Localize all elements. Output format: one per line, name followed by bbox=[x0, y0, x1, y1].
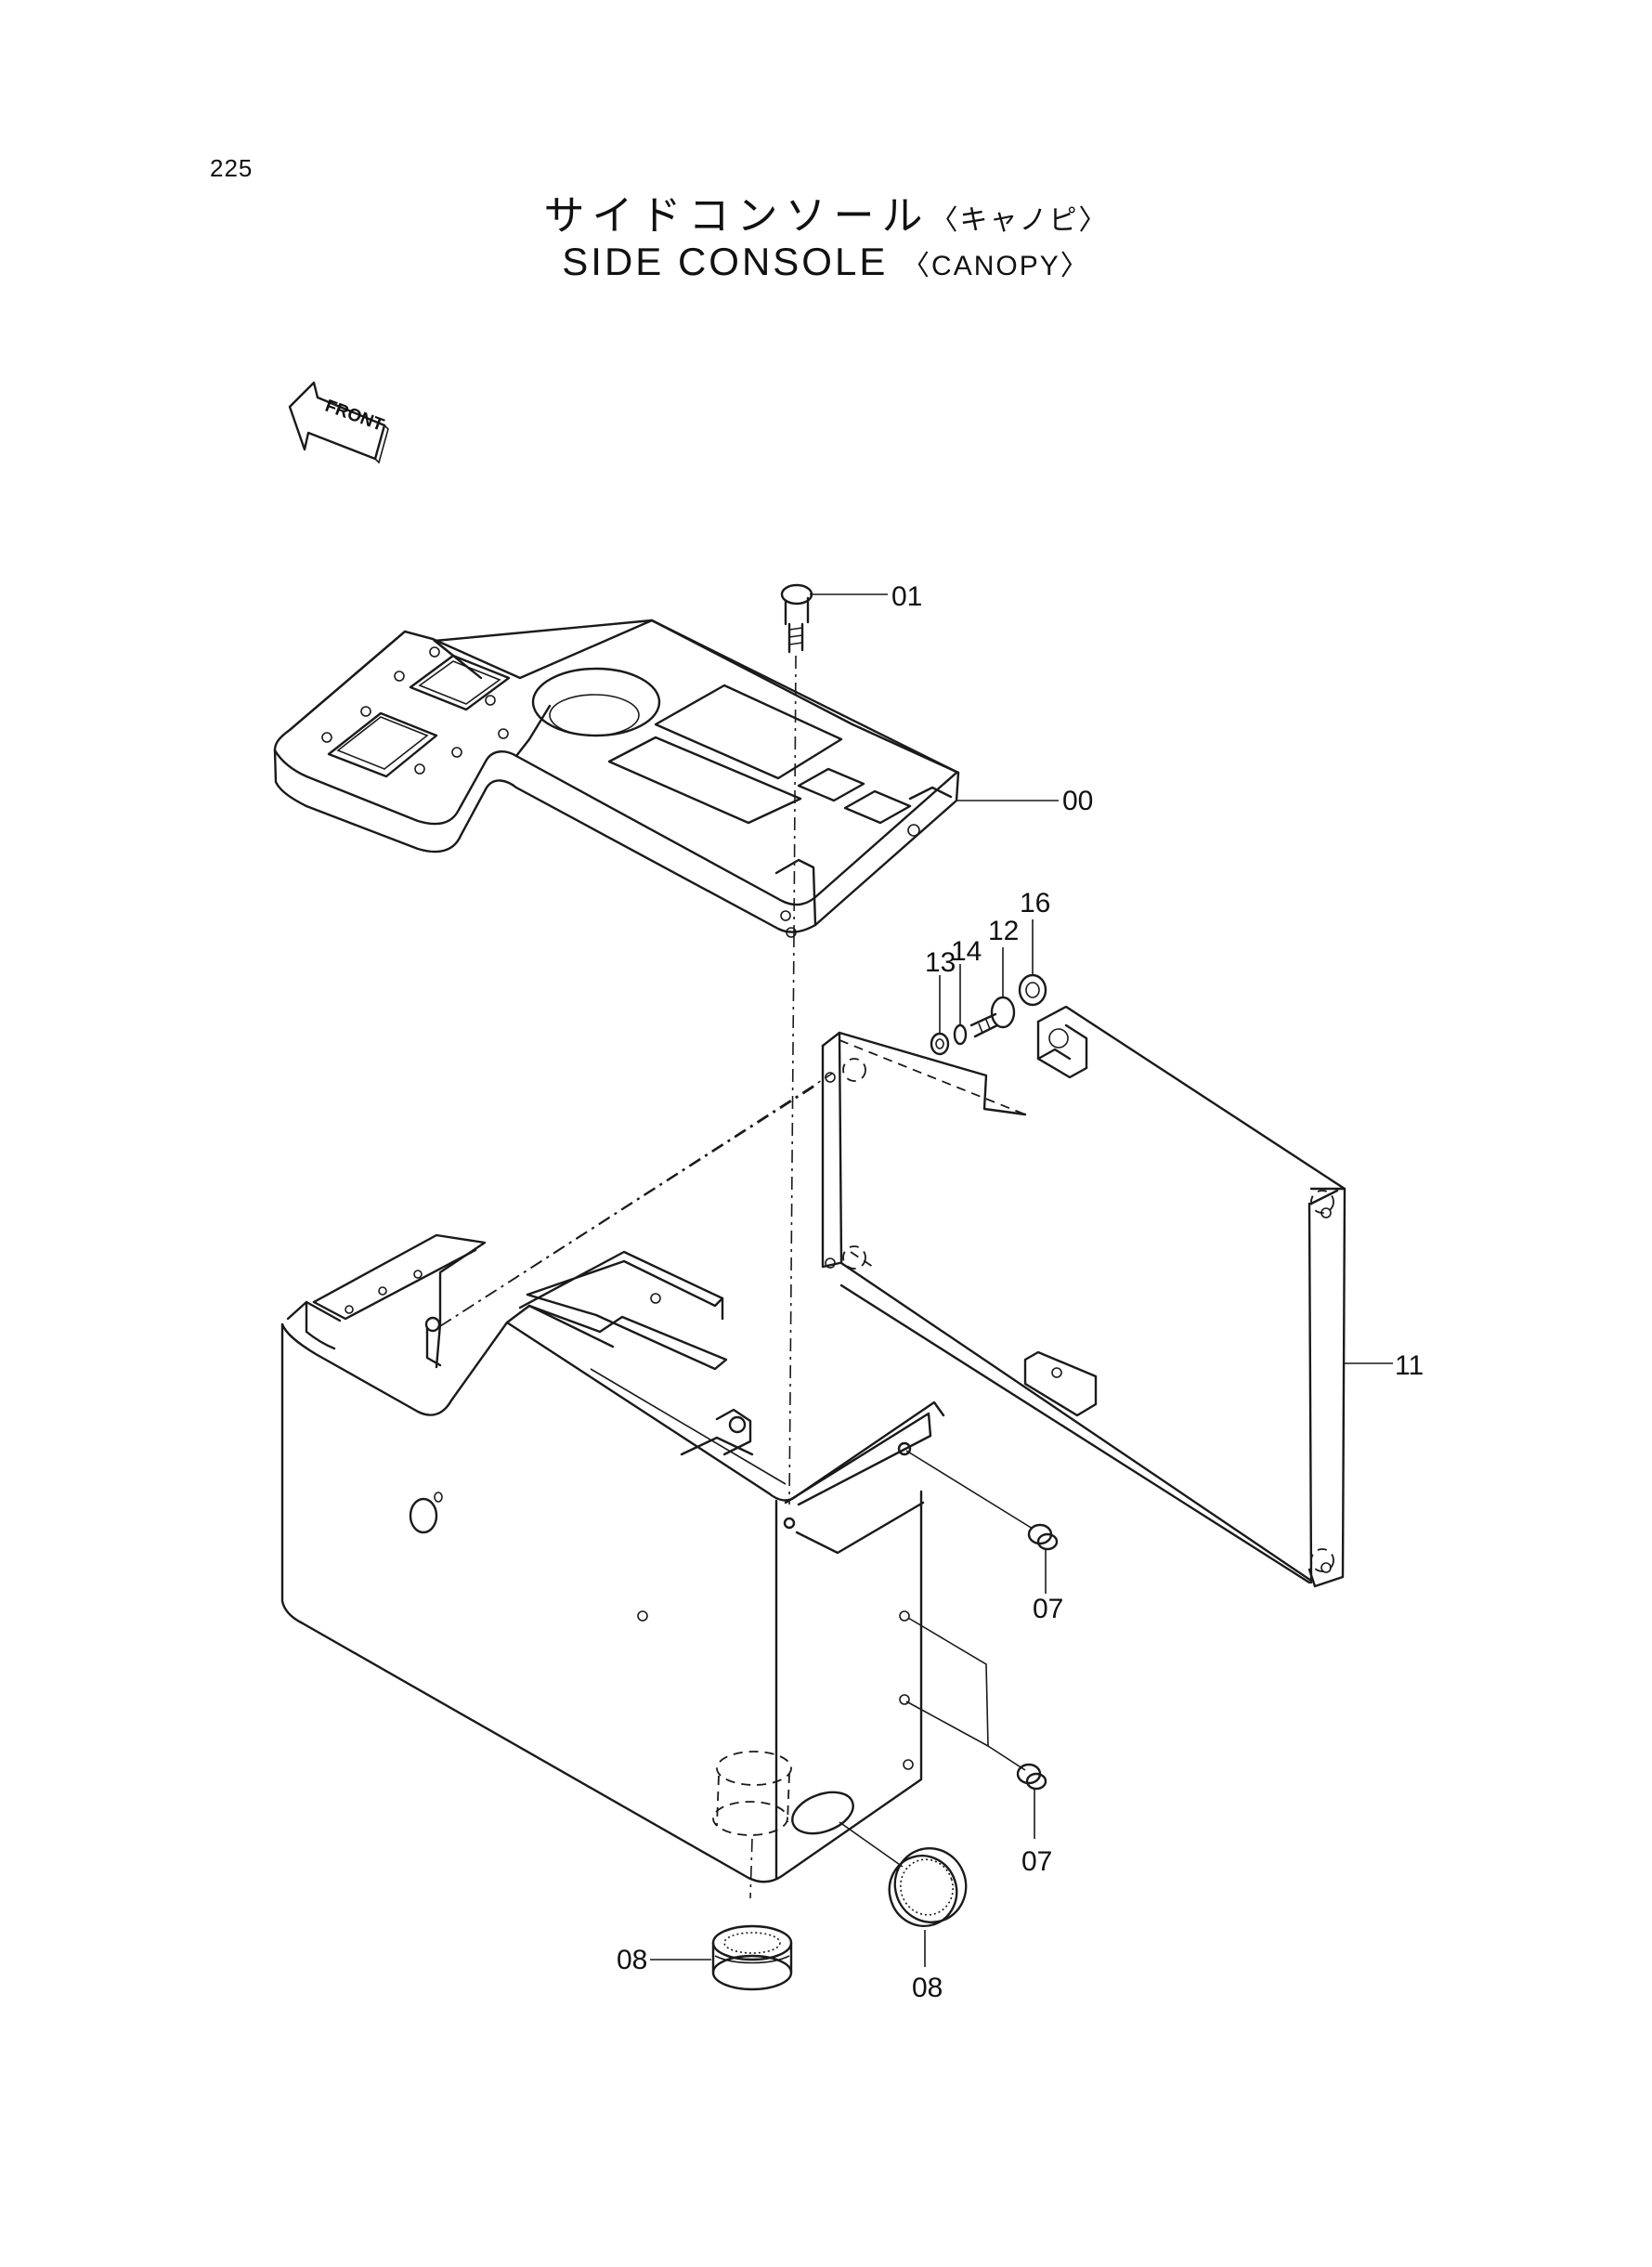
title-en-sub: 〈CANOPY〉 bbox=[902, 251, 1090, 281]
callout-13: 13 bbox=[925, 947, 956, 978]
callout-08-bottom: 08 bbox=[617, 1945, 647, 1975]
title-japanese: サイドコンソール〈キャノピ〉 bbox=[0, 182, 1652, 241]
plug-part-07-lower: 07 bbox=[905, 1617, 1052, 1877]
side-panel-part: 11 bbox=[821, 1005, 1424, 1588]
callout-08-side: 08 bbox=[912, 1973, 943, 2003]
callout-16: 16 bbox=[1020, 888, 1050, 919]
title-jp-main: サイドコンソール bbox=[543, 192, 930, 240]
callout-14: 14 bbox=[951, 936, 982, 967]
title-jp-sub: 〈キャノピ〉 bbox=[930, 204, 1109, 237]
front-arrow-icon: FRONT bbox=[288, 381, 389, 464]
fastener-group: 13 14 12 16 bbox=[925, 888, 1050, 1056]
page-number: 225 bbox=[210, 154, 254, 182]
front-label: FRONT bbox=[322, 397, 386, 436]
callout-00: 00 bbox=[1062, 786, 1093, 816]
grommet-part-08-side: 08 bbox=[839, 1821, 968, 2003]
callout-01: 01 bbox=[891, 581, 922, 612]
plug-part-07-upper: 07 bbox=[905, 1450, 1063, 1624]
title-en-main: SIDE CONSOLE bbox=[562, 240, 889, 283]
screw-part-01: 01 bbox=[780, 581, 922, 654]
callout-07-lower: 07 bbox=[1021, 1846, 1052, 1877]
grommet-part-08-bottom: 08 bbox=[617, 1924, 793, 1991]
callout-11: 11 bbox=[1395, 1350, 1424, 1381]
callout-12: 12 bbox=[988, 916, 1019, 946]
callout-07-upper: 07 bbox=[1033, 1594, 1063, 1624]
console-box-part bbox=[280, 1233, 945, 1899]
top-cover-part bbox=[273, 619, 960, 938]
title-english: SIDE CONSOLE 〈CANOPY〉 bbox=[0, 240, 1652, 284]
